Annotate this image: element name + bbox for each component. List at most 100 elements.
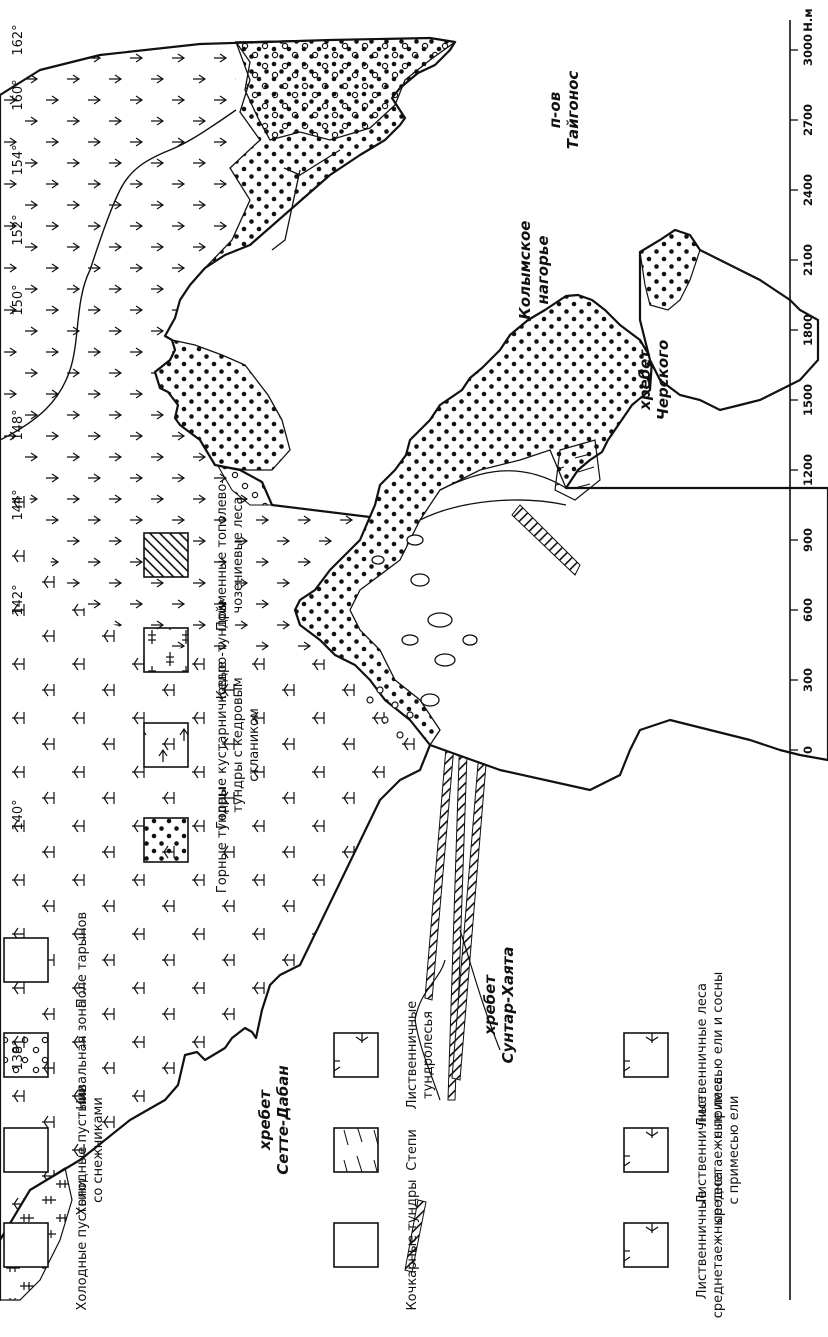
nival-oval-7	[372, 556, 384, 564]
range-label-suntar-line2: Сунтар-Хаята	[499, 946, 517, 1063]
altitude-label-0: 3000	[801, 34, 815, 66]
legend-item-tussock-tundra: Кочкарные тундры	[334, 1179, 420, 1310]
suntar-nival-zone	[236, 38, 455, 140]
legend-text-larch-tundra-1: тундролесья	[421, 1011, 436, 1099]
longitude-tick-9: 160°	[11, 79, 26, 110]
range-label-sette-line2: Сетте-Дабан	[274, 1065, 292, 1174]
range-label-sette-line1: хребет	[256, 1089, 274, 1151]
altitude-unit-label: Н.м	[801, 8, 815, 31]
altitude-tick-4: 1800	[801, 314, 815, 346]
legend-text-larch-spruce-2: с примесью ели	[727, 1096, 742, 1205]
altitude-tick-8: 600	[801, 598, 815, 622]
altitude-label-4: 1800	[801, 314, 815, 346]
legend-text-tussock-tundra-0: Кочкарные тундры	[405, 1179, 420, 1310]
longitude-label-5: 148°	[11, 409, 26, 440]
legend-text-floodplain-0: Пойменные тополево-	[215, 479, 230, 631]
altitude-tick-5: 1500	[801, 384, 815, 416]
longitude-label-3: 142°	[11, 584, 26, 615]
altitude-tick-6: 1200	[801, 454, 815, 486]
range-label-cherskiy-line2: Черского	[654, 340, 672, 421]
legend-icon-tussock-box	[334, 1223, 378, 1267]
legend-icon-larch-spruce-box	[624, 1128, 668, 1172]
legend-icon-blank-box	[4, 1223, 48, 1267]
longitude-tick-2: 140°	[11, 799, 26, 830]
kolyma-nival-circle-1	[392, 702, 398, 708]
altitude-unit: Н.м	[801, 8, 815, 31]
longitude-tick-3: 142°	[11, 584, 26, 615]
legend-icon-dots-box	[144, 818, 188, 862]
altitude-label-8: 600	[801, 598, 815, 622]
legend-item-steppe: Степи	[334, 1128, 420, 1172]
legend-icon-arcs-box	[4, 938, 48, 982]
legend-icon-cedar-box	[144, 628, 188, 672]
range-label-cherskiy-line1: хребет	[636, 349, 654, 411]
longitude-tick-8: 154°	[11, 144, 26, 175]
altitude-tick-2: 2400	[801, 174, 815, 206]
legend-text-nival-0: Нивальная зона	[75, 1000, 90, 1110]
legend-icon-ovals-box	[4, 1128, 48, 1172]
range-label-taigonos-line2: Тайгонос	[564, 71, 582, 150]
range-label-suntar-line1: хребет	[481, 974, 499, 1036]
longitude-label-10: 162°	[11, 24, 26, 55]
legend-icon-larch-spruce-pine-box	[624, 1033, 668, 1077]
legend-text-larch-mid-taiga-0: Лиственничные	[695, 1191, 710, 1300]
altitude-label-1: 2700	[801, 104, 815, 136]
altitude-tick-7: 900	[801, 528, 815, 552]
longitude-label-9: 160°	[11, 79, 26, 110]
altitude-label-2: 2400	[801, 174, 815, 206]
altitude-label-6: 1200	[801, 454, 815, 486]
legend-text-larch-spruce-pine-0: Лиственничные леса	[695, 983, 710, 1127]
altitude-tick-10: 0	[801, 746, 815, 754]
kolyma-nival-circle-0	[377, 687, 383, 693]
kolyma-nival-circle-4	[367, 697, 373, 703]
kolyma-nival-circle-3	[397, 732, 403, 738]
legend-text-shrub-tundra-1: тундры с кедровым	[231, 677, 246, 812]
longitude-tick-10: 162°	[11, 24, 26, 55]
altitude-tick-3: 2100	[801, 244, 815, 276]
legend-icon-steppe-box	[334, 1128, 378, 1172]
kolyma-nival-circle-2	[382, 717, 388, 723]
kolyma-nival-circle-5	[407, 712, 413, 718]
legend-icon-v-marks-box	[144, 723, 188, 767]
range-label-taigonos-line1: п-ов	[546, 92, 564, 128]
altitude-label-3: 2100	[801, 244, 815, 276]
longitude-label-4: 144°	[11, 489, 26, 520]
altitude-tick-1: 2700	[801, 104, 815, 136]
longitude-label-2: 140°	[11, 799, 26, 830]
legend-text-floodplain-1: чозениевые леса	[231, 497, 246, 614]
altitude-label-10: 0	[801, 746, 815, 754]
longitude-tick-5: 148°	[11, 409, 26, 440]
longitude-tick-6: 150°	[11, 284, 26, 315]
longitude-tick-4: 144°	[11, 489, 26, 520]
altitude-label-5: 1500	[801, 384, 815, 416]
legend-icon-larch-tundra-box	[334, 1033, 378, 1077]
longitude-label-8: 154°	[11, 144, 26, 175]
legend-text-cold-desert-snow-1: со снежниками	[91, 1097, 106, 1203]
longitude-label-6: 150°	[11, 284, 26, 315]
legend-text-shrub-tundra-2: стлаником	[247, 708, 262, 782]
legend-text-larch-tundra-0: Лиственничные	[405, 1001, 420, 1110]
altitude-label-7: 900	[801, 528, 815, 552]
longitude-label-7: 152°	[11, 214, 26, 245]
legend-text-larch-spruce-pine-1: с примесью ели и сосны	[711, 972, 726, 1139]
altitude-label-9: 300	[801, 668, 815, 692]
legend-text-taryn-0: Поле тарынов	[75, 912, 90, 1008]
altitude-tick-9: 300	[801, 668, 815, 692]
longitude-tick-7: 152°	[11, 214, 26, 245]
legend-text-steppe-0: Степи	[405, 1129, 420, 1171]
legend-icon-larch-box	[624, 1223, 668, 1267]
range-label-kolyma-line2: нагорье	[534, 235, 552, 304]
legend-icon-hatched-box	[144, 533, 188, 577]
range-label-kolyma-line1: Колымское	[516, 221, 534, 320]
altitude-tick-0: 3000	[801, 34, 815, 66]
legend-icon-small-circles-box	[4, 1033, 48, 1077]
